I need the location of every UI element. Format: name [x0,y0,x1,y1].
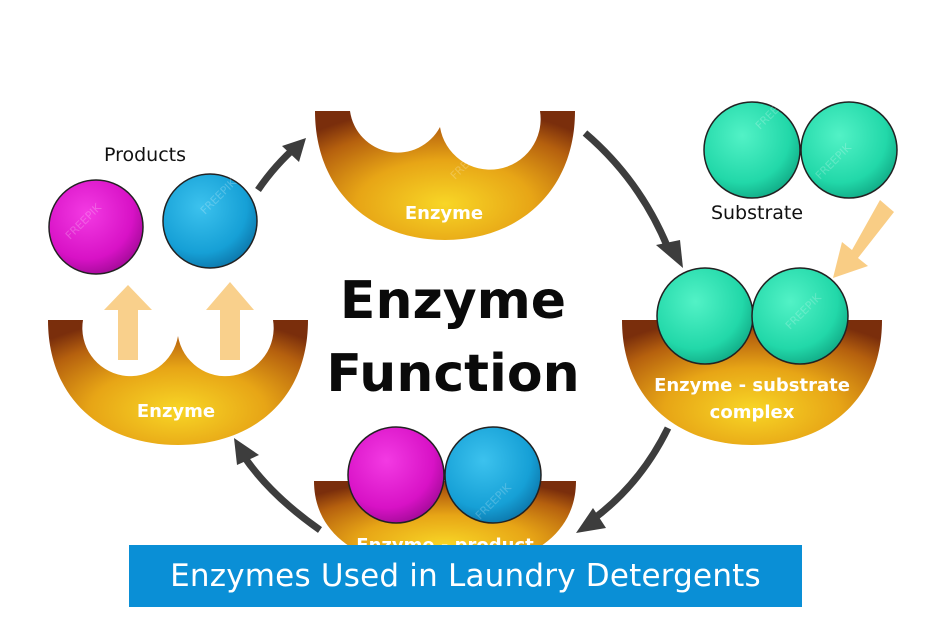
substrate-ball-left [703,101,801,199]
enzyme-left: Enzyme [48,320,308,445]
substrate-ball-right [800,101,898,199]
complex-label-line1: Enzyme - substrate [654,375,850,396]
enzyme-left-label: Enzyme [137,401,215,422]
diagram-title: Enzyme Function [326,271,579,404]
arrow-head-bottom-right [576,508,606,533]
cycle-arrows [234,130,683,533]
complex-label-line2: complex [710,402,795,423]
substrate-label: Substrate [711,202,803,224]
enzyme-top: Enzyme [315,111,575,240]
arrow-head-top-right [656,240,683,268]
complex-substrate-ball-left [656,267,754,365]
release-arrow-right [206,282,254,360]
banner-text: Enzymes Used in Laundry Detergents [170,558,761,594]
arrow-head-bottom-left [234,438,259,465]
products: Products [48,144,258,275]
product-blue-ball [162,173,258,269]
title-line2: Function [326,344,579,404]
complex-substrate-ball-right [751,267,849,365]
release-arrows [104,282,254,360]
arrow-head-top-left [282,138,306,162]
substrate: Substrate [703,101,898,278]
arrow-complex-to-product-complex [589,426,672,523]
release-arrow-left [104,285,152,360]
arrow-enzyme-to-complex [582,130,672,250]
products-label: Products [104,144,186,166]
title-line1: Enzyme [340,271,566,331]
product-complex-magenta-ball [347,426,445,524]
product-magenta-ball [48,179,144,275]
enzyme-substrate-complex: Enzyme - substrate complex [622,267,882,445]
title-banner: Enzymes Used in Laundry Detergents [129,545,802,607]
arrow-product-complex-to-enzyme [240,453,323,533]
product-complex-blue-ball [444,426,542,524]
enzyme-top-label: Enzyme [405,203,483,224]
substrate-arrow [833,200,894,278]
